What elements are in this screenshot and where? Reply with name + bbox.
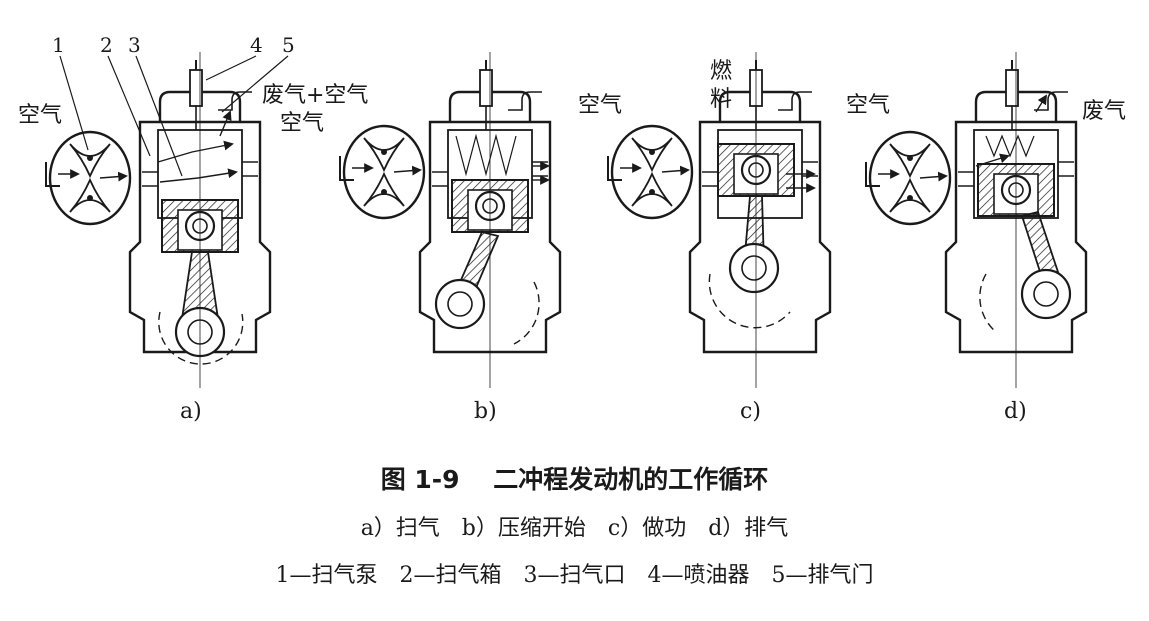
label-air-d: 空气 xyxy=(846,93,890,118)
blower-a xyxy=(46,132,130,224)
label-air-a: 空气 xyxy=(18,103,62,128)
part-number-5: 5 xyxy=(282,33,295,57)
panel-label-d: d) xyxy=(1004,399,1027,424)
panel-label-c: c) xyxy=(740,399,761,424)
part-legend: 1—扫气泵 2—扫气箱 3—扫气口 4—喷油器 5—排气门 xyxy=(275,563,874,588)
leader-lines xyxy=(59,55,289,177)
engine-cycle-diagram: 1 2 3 4 5 空气 废气+空气 空气 空气 燃 料 空气 废气 a) b)… xyxy=(18,33,1126,424)
label-fuel-top: 燃 xyxy=(710,59,732,84)
label-exhaust-d: 废气 xyxy=(1082,99,1126,124)
label-air-c: 空气 xyxy=(578,93,622,118)
part-number-3: 3 xyxy=(128,33,141,57)
subfigure-legend: a）扫气 b）压缩开始 c）做功 d）排气 xyxy=(360,516,789,541)
part-number-2: 2 xyxy=(100,33,113,57)
panel-c-power xyxy=(688,52,832,388)
label-fuel-bottom: 料 xyxy=(710,87,732,112)
panel-a-scavenging xyxy=(128,52,272,388)
figure-title: 图 1-9 二冲程发动机的工作循环 xyxy=(380,465,769,494)
panel-label-a: a) xyxy=(180,399,202,424)
part-number-1: 1 xyxy=(52,33,65,57)
panel-label-b: b) xyxy=(474,399,497,424)
blower-c xyxy=(608,126,692,218)
label-air-a-port: 空气 xyxy=(280,111,324,136)
blower-d xyxy=(866,132,950,224)
panel-d-exhaust xyxy=(944,52,1088,388)
panel-b-compression xyxy=(418,52,562,388)
label-exhaust-plus-air: 废气+空气 xyxy=(262,83,368,108)
blower-b xyxy=(340,126,424,218)
part-number-4: 4 xyxy=(250,33,263,57)
